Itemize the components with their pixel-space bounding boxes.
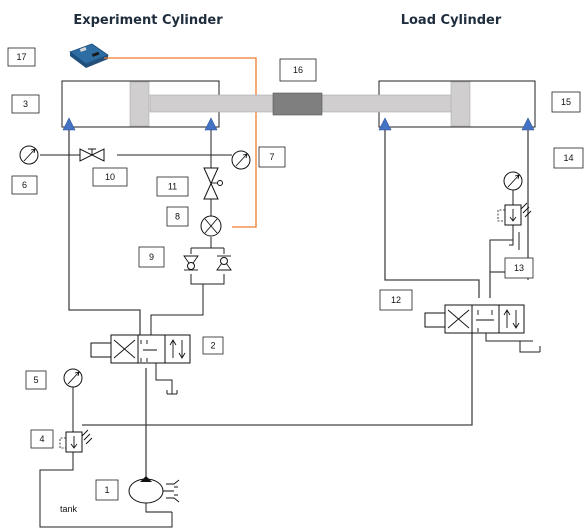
svg-text:12: 12 <box>391 295 401 305</box>
load-piston <box>450 81 471 127</box>
needle-valve-icon <box>79 148 105 162</box>
label-5: 5 <box>25 370 47 390</box>
svg-text:11: 11 <box>168 182 177 192</box>
label-7: 7 <box>258 146 286 168</box>
svg-text:3: 3 <box>23 99 28 109</box>
svg-text:9: 9 <box>149 252 154 262</box>
experiment-cylinder-title: Experiment Cylinder <box>73 13 223 28</box>
label-13: 13 <box>504 257 534 279</box>
svg-text:8: 8 <box>175 212 180 222</box>
load-directional-valve <box>424 304 541 353</box>
relief-valve-icon <box>59 429 93 453</box>
svg-text:1: 1 <box>104 485 109 495</box>
svg-text:6: 6 <box>22 180 27 190</box>
svg-text:7: 7 <box>269 152 274 162</box>
label-17: 17 <box>7 47 36 67</box>
label-11: 11 <box>156 176 189 197</box>
label-2: 2 <box>202 336 224 355</box>
flow-control-valve-icon <box>203 167 223 200</box>
svg-text:13: 13 <box>514 263 524 273</box>
pressure-gauge-icon <box>63 368 83 388</box>
label-12: 12 <box>379 289 413 311</box>
load-cylinder-title: Load Cylinder <box>401 13 502 28</box>
pump-icon <box>128 476 180 513</box>
controller-board-icon <box>69 43 109 68</box>
svg-text:15: 15 <box>561 97 571 107</box>
label-9: 9 <box>138 246 165 268</box>
tank-label: tank <box>60 504 78 514</box>
label-1: 1 <box>95 479 119 501</box>
pressure-gauge-icon <box>19 145 39 165</box>
svg-text:2: 2 <box>210 341 215 351</box>
label-4: 4 <box>30 429 54 449</box>
pressure-gauge-icon <box>231 150 251 170</box>
svg-text:17: 17 <box>16 52 26 62</box>
label-16: 16 <box>279 58 317 82</box>
label-10: 10 <box>92 167 128 187</box>
label-3: 3 <box>11 94 40 114</box>
svg-text:4: 4 <box>39 434 44 444</box>
svg-text:10: 10 <box>105 172 115 182</box>
label-6: 6 <box>11 175 38 195</box>
experiment-piston <box>129 81 150 127</box>
pressure-gauge-icon <box>503 171 523 191</box>
experiment-directional-valve <box>90 334 191 395</box>
signal-line <box>104 57 257 228</box>
check-valve-icon <box>183 255 199 271</box>
svg-text:5: 5 <box>33 375 38 385</box>
svg-text:16: 16 <box>293 65 303 75</box>
relief-valve-icon <box>497 202 532 226</box>
label-14: 14 <box>553 147 584 169</box>
label-15: 15 <box>551 91 581 113</box>
load-cell-coupler <box>272 92 323 116</box>
check-valve-icon <box>216 255 232 271</box>
svg-text:14: 14 <box>563 153 573 163</box>
flow-meter-icon <box>200 215 222 237</box>
label-8: 8 <box>166 206 189 227</box>
